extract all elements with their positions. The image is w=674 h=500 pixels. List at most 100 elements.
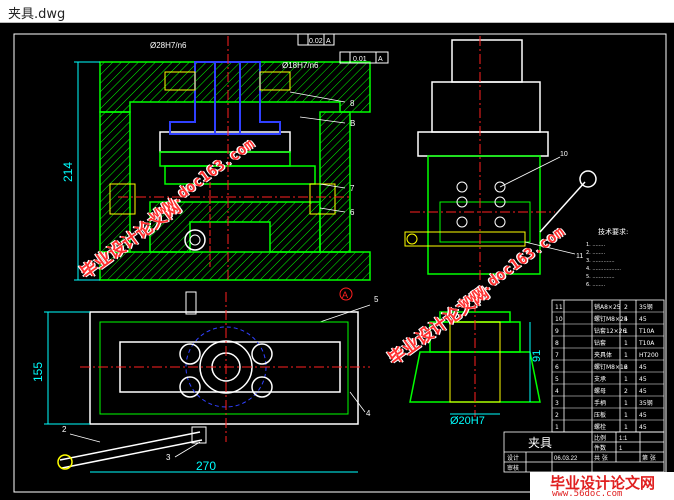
- bom-cell: 10: [555, 316, 563, 323]
- balloon-7: 7: [350, 184, 355, 193]
- dim-height-right: 91: [531, 350, 543, 362]
- bom-cell: 2: [624, 364, 628, 371]
- section-marker-label: A: [342, 290, 348, 300]
- balloon-4: 4: [366, 409, 371, 418]
- bom-cell: 2: [555, 412, 559, 419]
- bom-cell: 1: [624, 412, 628, 419]
- bom-cell: 45: [639, 388, 647, 395]
- side-view: [404, 36, 597, 282]
- bom-cell: 夹具体: [594, 351, 612, 359]
- bom-cell: 45: [639, 316, 647, 323]
- window-title: 夹具.dwg: [8, 7, 66, 22]
- bom-cell: 45: [639, 412, 647, 419]
- top-view: [44, 291, 370, 473]
- bom-cell: 螺栓: [594, 423, 606, 431]
- bom-cell: T10A: [638, 340, 655, 347]
- balloon-3: 3: [166, 453, 171, 462]
- front-section-view: [74, 36, 371, 282]
- bom-cell: 4: [624, 316, 628, 323]
- balloon-10: 10: [560, 151, 568, 158]
- bom-cell: 1: [624, 424, 628, 431]
- bom-cell: 螺钉M8×16: [594, 363, 628, 371]
- bom-cell: 螺钉M8×25: [594, 315, 628, 323]
- bom-cell: 1: [624, 340, 628, 347]
- tech-req-title: 技术要求:: [598, 227, 628, 236]
- bom-cell: 4: [555, 388, 559, 395]
- footer-brand-cn: 毕业设计论文网: [550, 474, 656, 492]
- tech-req-lines: 1. ........ 2. ........ 3. .............…: [586, 242, 621, 288]
- bom-cell: 6: [555, 364, 559, 371]
- footer-brand: 毕业设计论文网 www.56doc.com: [530, 472, 674, 500]
- bom-cell: 35钢: [639, 303, 653, 311]
- bom-cell: 1: [624, 328, 628, 335]
- tech-req-line: 1. ........: [586, 242, 605, 248]
- bom-cell: 支承: [594, 375, 606, 383]
- dim-bore-mid: Ø18H7/n6: [282, 61, 319, 70]
- bom-cell: 5: [555, 376, 559, 383]
- dim-width-bottom: 270: [196, 459, 216, 473]
- gdt-parallel-value: 0.01: [353, 56, 367, 63]
- bom-cell: 钻套: [594, 339, 606, 347]
- gdt-parallel: [339, 51, 389, 64]
- balloon-b: B: [350, 119, 355, 128]
- tech-req-line: 3. ..............: [586, 258, 615, 264]
- bom-cell: HT200: [639, 352, 659, 359]
- dim-height-left: 214: [61, 162, 75, 182]
- window-titlebar: 夹具.dwg: [0, 0, 674, 23]
- gdt-flatness-datum: A: [326, 38, 331, 45]
- bom-cell: 2: [624, 304, 628, 311]
- bom-cell: 11: [555, 304, 563, 311]
- bom-cell: 1: [624, 376, 628, 383]
- title-block-qty-label: 件数: [594, 444, 606, 452]
- bom-cell: 1: [624, 400, 628, 407]
- bom-cell: 销A8×25: [594, 303, 621, 311]
- drawing-canvas[interactable]: 214 Ø28H7/n6 Ø18H7/n6 0.02 A 0.01 A 8 B …: [0, 22, 674, 500]
- title-block-checker-label: 审核: [507, 464, 519, 472]
- bom-cell: 45: [639, 376, 647, 383]
- title-block-scale: 1:1: [619, 436, 628, 442]
- part-view: [409, 302, 541, 417]
- tech-req-line: 2. ........: [586, 250, 605, 256]
- bom-cell: 3: [555, 400, 559, 407]
- balloon-5: 5: [374, 295, 379, 304]
- footer-brand-url: www.56doc.com: [552, 489, 623, 499]
- bom-cell: 2: [624, 388, 628, 395]
- bom-cell: 手柄: [594, 399, 606, 407]
- balloon-8: 8: [350, 99, 355, 108]
- bom-cell: 35钢: [639, 399, 653, 407]
- bom-table: [551, 299, 665, 433]
- section-marker: [339, 287, 353, 301]
- dim-height-bottom: 155: [31, 362, 45, 382]
- bom-cell: 1: [624, 352, 628, 359]
- balloon-11: 11: [576, 253, 583, 260]
- bom-cell: 9: [555, 328, 559, 335]
- gdt-flatness: [297, 33, 335, 46]
- title-block-scale-label: 比例: [594, 434, 606, 442]
- bom-cell: 45: [639, 424, 647, 431]
- bom-cell: 压板: [594, 411, 606, 419]
- title-block-qty: 1: [619, 446, 623, 452]
- title-block-sheet-of: 第 张: [642, 454, 656, 462]
- bom-cell: 螺母: [594, 387, 606, 395]
- title-block-designer-label: 设计: [507, 454, 519, 462]
- bom-cell: 45: [639, 364, 647, 371]
- balloon-2: 2: [62, 425, 67, 434]
- bom-cell: 8: [555, 340, 559, 347]
- gdt-parallel-datum: A: [378, 56, 383, 63]
- tech-req-line: 4. ..................: [586, 266, 621, 272]
- title-block-date: 06.03.22: [554, 456, 578, 462]
- bom-cell: 1: [555, 424, 559, 431]
- balloon-6: 6: [350, 208, 355, 217]
- bom-cell: T10A: [638, 328, 655, 335]
- title-block-sheet-label: 共 张: [594, 454, 608, 462]
- gdt-flatness-value: 0.02: [309, 38, 323, 45]
- bom-cell: 钻套12×26: [594, 327, 626, 335]
- tech-req-line: 5. ..............: [586, 274, 615, 280]
- title-block-name: 夹具: [528, 436, 552, 450]
- bom-cell: 7: [555, 352, 559, 359]
- drawing-frame: [13, 33, 667, 493]
- dim-bore-right: Ø20H7: [450, 415, 485, 427]
- dim-bore-top: Ø28H7/n6: [150, 41, 187, 50]
- tech-req-line: 6. ........: [586, 282, 605, 288]
